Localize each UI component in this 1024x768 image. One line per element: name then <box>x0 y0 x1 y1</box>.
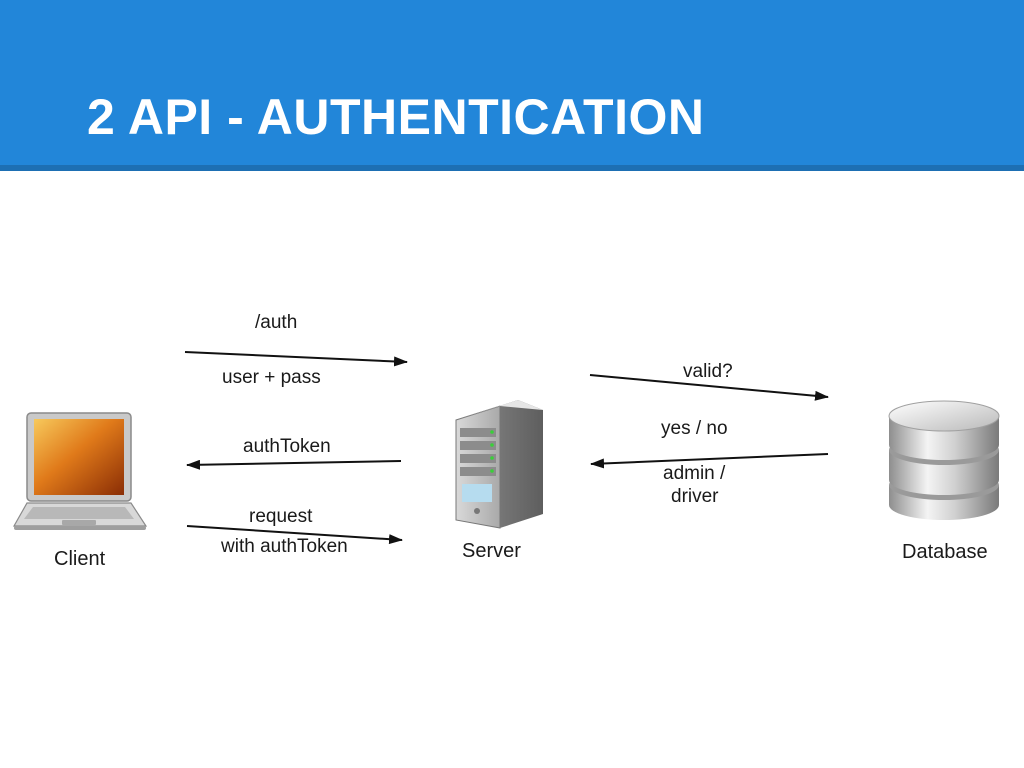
edge-label-admin: admin / <box>663 463 726 484</box>
node-label-database: Database <box>902 541 988 563</box>
slide-header: 2 API - AUTHENTICATION <box>0 0 1024 171</box>
node-label-server: Server <box>462 540 521 562</box>
arrow-result <box>590 453 829 469</box>
edge-label-auth: /auth <box>255 312 298 333</box>
arrow-auth <box>184 351 408 367</box>
edge-label-with-auth-token: with authToken <box>221 536 348 557</box>
edge-label-yes-no: yes / no <box>661 418 728 439</box>
slide-title: 2 API - AUTHENTICATION <box>87 89 705 145</box>
arrow-request <box>186 525 403 545</box>
node-label-client: Client <box>54 548 106 570</box>
edge-label-auth-token: authToken <box>243 436 331 457</box>
laptop-icon <box>12 412 148 530</box>
database-cylinder-icon <box>888 400 1000 520</box>
edge-label-valid: valid? <box>683 361 733 382</box>
edge-label-request: request <box>249 506 313 527</box>
arrow-valid <box>589 374 829 401</box>
server-tower-icon <box>455 400 543 529</box>
edge-label-user-pass: user + pass <box>222 367 321 388</box>
arrow-auth-token <box>186 459 402 470</box>
edge-label-driver: driver <box>671 486 719 507</box>
